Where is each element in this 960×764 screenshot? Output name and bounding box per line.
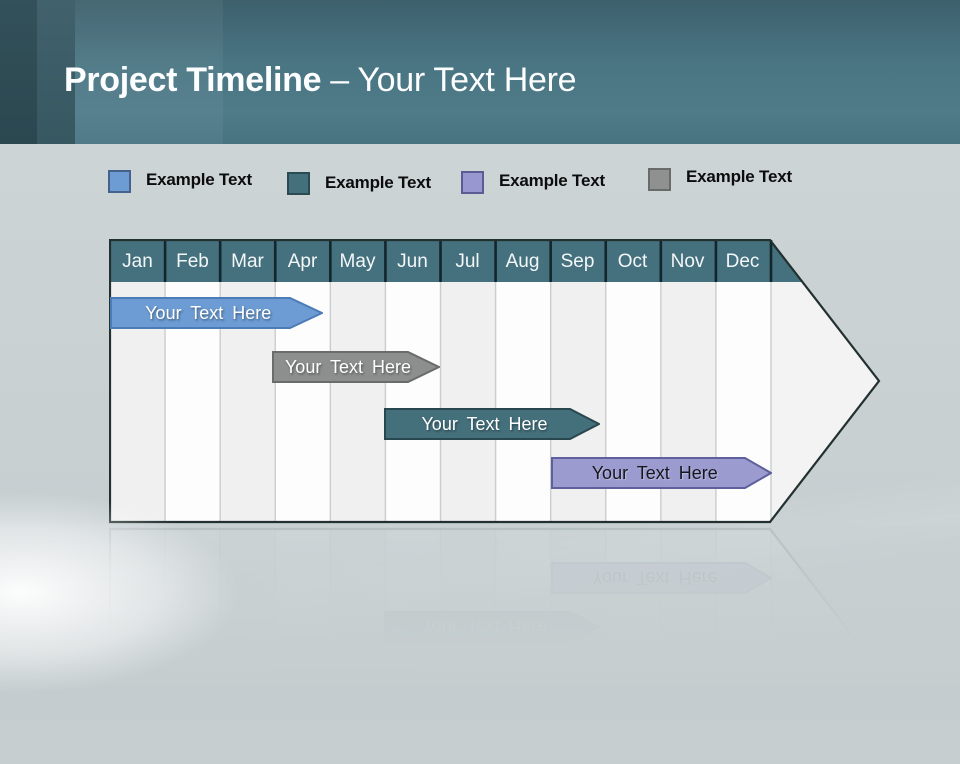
legend: Example Text Example Text Example Text Exam… (0, 160, 960, 204)
arrow-bar-shape (110, 297, 323, 329)
month-header-cell: May (339, 251, 376, 272)
legend-swatch (461, 171, 484, 194)
page-title: Project Timeline– Your Text Here (64, 60, 577, 100)
legend-label: Example Text (325, 173, 431, 192)
header-accent-stripe-light (75, 0, 223, 144)
timeline-bar-row-2: Your Text Here (272, 351, 440, 383)
background-flare (0, 434, 430, 764)
bar-label: Your Text Here (284, 357, 412, 377)
month-header-cell: Feb (176, 251, 209, 272)
month-header-cell: Jun (397, 251, 428, 272)
bar-label: Your Text Here (145, 303, 272, 323)
month-header-cell: Jul (455, 251, 480, 272)
month-header-cell: Oct (617, 251, 648, 272)
legend-swatch (648, 168, 671, 191)
timeline-bar-row-4: Your Text Here (551, 457, 772, 489)
page-title-suffix: – Your Text Here (330, 61, 577, 99)
arrow-bar-shape (551, 457, 772, 489)
bar-label: Your Text Here (591, 463, 718, 483)
legend-swatch (108, 170, 131, 193)
month-header-cell: Nov (670, 251, 705, 272)
header-accent-stripe-dark (0, 0, 37, 144)
month-header-cell: Apr (287, 251, 318, 272)
slide-body: Example Text Example Text Example Text Exam… (0, 144, 960, 764)
month-header-cell: Aug (505, 251, 540, 272)
timeline-bar-row-1: Your Text Here (110, 297, 323, 329)
bar-label: Your Text Here (421, 414, 548, 434)
legend-label: Example Text (686, 167, 792, 186)
legend-swatch (287, 172, 310, 195)
month-header-row: Jan Feb Mar Apr May Jun Jul Aug Sep Oct Nov Dec (110, 241, 770, 282)
arrow-bar-shape (272, 351, 440, 383)
header-accent-stripe-medium (37, 0, 75, 144)
month-header-cell: Dec (725, 251, 760, 272)
month-header-cell: Sep (560, 251, 595, 272)
month-header-cell: Jan (122, 251, 153, 272)
legend-label: Example Text (499, 171, 605, 190)
slide-header: Project Timeline– Your Text Here (0, 0, 960, 144)
month-header-cell: Mar (231, 251, 264, 272)
page-title-main: Project Timeline (64, 61, 322, 99)
legend-label: Example Text (146, 170, 252, 189)
